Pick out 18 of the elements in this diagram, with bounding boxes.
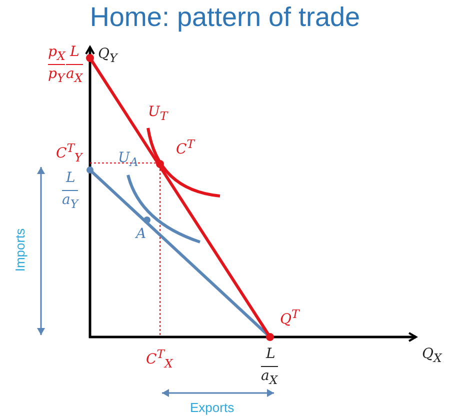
axis-label: Q$_{Y}$	[98, 46, 118, 66]
point-label: Q$^{T}$	[280, 306, 300, 328]
axis-label: a$_{Y}$	[62, 190, 78, 212]
axis-label: Q$_{X}$	[422, 346, 442, 366]
axis-label: p$_{X}$	[48, 44, 66, 64]
axis-label: L	[66, 170, 76, 186]
axis-label: L	[266, 346, 276, 362]
axis-label: p$_{Y}$	[48, 64, 65, 86]
curve-label: U$_{A}$	[118, 150, 138, 170]
point-label: C$^{T}$	[176, 136, 194, 158]
measure-label: Exports	[190, 400, 234, 416]
axis-label: a$_{X}$	[66, 64, 83, 86]
point-label: A	[136, 226, 146, 242]
chart-title: Home: pattern of trade	[88, 2, 362, 33]
measure-label: Imports	[12, 228, 28, 272]
axis-label: a$_{X}$	[261, 366, 278, 388]
curve-label: U$_{T}$	[148, 104, 168, 124]
axis-label: L	[70, 44, 80, 60]
